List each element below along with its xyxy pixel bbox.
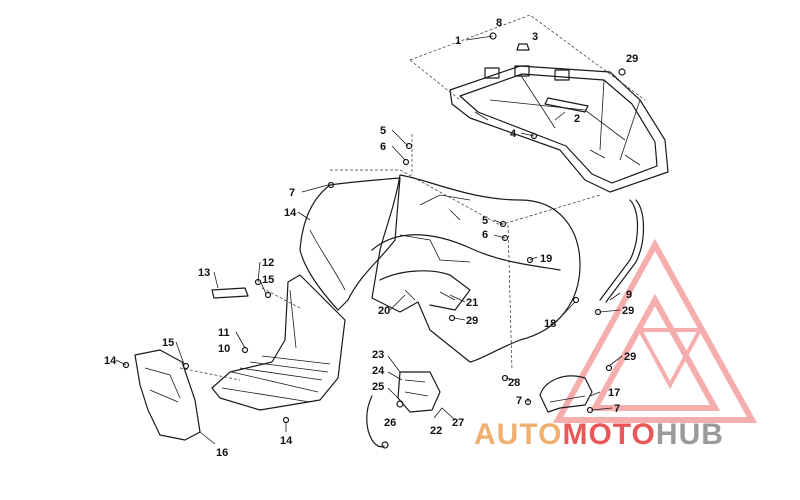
watermark-part2: MOTO bbox=[562, 418, 656, 451]
callout-7a: 7 bbox=[289, 187, 295, 199]
watermark-part1: AUTO bbox=[474, 418, 563, 451]
callout-17: 17 bbox=[608, 387, 620, 399]
reference-lines bbox=[179, 14, 646, 381]
callout-1: 1 bbox=[455, 35, 461, 47]
callout-29a: 29 bbox=[626, 53, 638, 65]
callout-13: 13 bbox=[198, 267, 210, 279]
callout-16: 16 bbox=[216, 447, 228, 459]
callout-23: 23 bbox=[372, 349, 384, 361]
callout-24: 24 bbox=[372, 365, 385, 377]
callout-21: 21 bbox=[466, 297, 478, 309]
callout-18: 18 bbox=[544, 318, 556, 330]
callout-6a: 6 bbox=[380, 141, 386, 153]
callout-27: 27 bbox=[452, 417, 464, 429]
callout-28: 28 bbox=[508, 377, 520, 389]
callout-7b: 7 bbox=[516, 395, 522, 407]
callout-12: 12 bbox=[262, 257, 274, 269]
callout-14b: 14 bbox=[104, 355, 117, 367]
callout-19: 19 bbox=[540, 253, 552, 265]
watermark-part3: HUB bbox=[655, 418, 724, 451]
left-fender-panel bbox=[299, 177, 401, 311]
callout-25: 25 bbox=[372, 381, 384, 393]
callout-29d: 29 bbox=[624, 351, 636, 363]
side-guard bbox=[134, 349, 201, 441]
leader-lines bbox=[115, 35, 623, 445]
rear-fender-body bbox=[371, 174, 581, 363]
callout-3: 3 bbox=[532, 31, 538, 43]
callout-14c: 14 bbox=[280, 435, 293, 447]
callout-5b: 5 bbox=[482, 215, 488, 227]
callout-4: 4 bbox=[510, 128, 517, 140]
callout-22: 22 bbox=[430, 425, 442, 437]
callout-20: 20 bbox=[378, 305, 390, 317]
callout-15a: 15 bbox=[262, 274, 274, 286]
floorboard bbox=[211, 274, 346, 411]
callout-26: 26 bbox=[384, 417, 396, 429]
callout-9: 9 bbox=[626, 289, 632, 301]
callout-labels: 1 2 3 4 5 6 7 8 9 10 11 12 13 14 15 14 1… bbox=[104, 17, 638, 459]
rear-bumper bbox=[539, 375, 593, 413]
watermark-triangle-icon bbox=[552, 238, 758, 423]
callout-29c: 29 bbox=[622, 305, 634, 317]
callout-29b: 29 bbox=[466, 315, 478, 327]
callout-8: 8 bbox=[496, 17, 502, 29]
rear-rack bbox=[449, 65, 669, 193]
watermark-logo-text: AUTOMOTOHUB bbox=[474, 420, 724, 450]
callout-15b: 15 bbox=[162, 337, 174, 349]
callout-10: 10 bbox=[218, 343, 230, 355]
callout-14a: 14 bbox=[284, 207, 297, 219]
callout-2: 2 bbox=[574, 113, 580, 125]
callout-7c: 7 bbox=[614, 403, 620, 415]
callout-5a: 5 bbox=[380, 125, 386, 137]
bracket-13 bbox=[211, 287, 249, 299]
callout-11: 11 bbox=[218, 327, 230, 339]
callout-6b: 6 bbox=[482, 229, 488, 241]
support-rod bbox=[599, 199, 645, 303]
